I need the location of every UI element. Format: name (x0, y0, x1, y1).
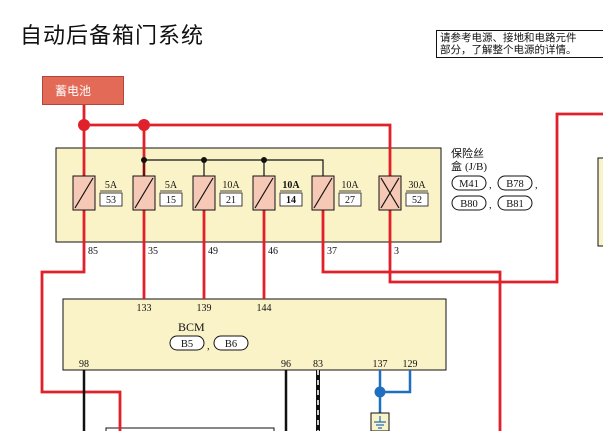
fuse-pin: 3 (394, 246, 399, 257)
bus-junction-21 (201, 157, 207, 163)
page-title: 自动后备箱门系统 (20, 24, 205, 49)
fuse-box-connectors: M41, B78, B80, B81 (451, 175, 538, 211)
fuse-slash (134, 177, 154, 209)
connector-pill (497, 195, 533, 211)
offpage-module-body (597, 157, 603, 247)
connector-label: M41 (459, 179, 479, 190)
fuse-number: 15 (166, 195, 176, 206)
fuse-number: 27 (345, 195, 355, 206)
fuse-pin: 35 (148, 246, 158, 257)
fuse-27[interactable]: 10A 27 37 (311, 175, 362, 257)
fuse-number-box (338, 192, 362, 207)
fuse-rating: 5A (105, 180, 118, 191)
bus-junction-14 (261, 157, 267, 163)
wire-pin85-pin98 (40, 242, 122, 431)
fuse-rating: 10A (282, 180, 300, 191)
fuse-pin: 46 (268, 246, 278, 257)
connector-B78[interactable]: B78 (497, 175, 533, 191)
fuse-pin: 37 (327, 246, 337, 257)
fuse-number: 53 (106, 195, 116, 206)
bcm-pin-129: 129 (403, 359, 418, 370)
note-line-2: 部分，了解整个电源的详情。 (440, 44, 577, 56)
connector-B80[interactable]: B80 (451, 195, 487, 211)
fuse-slash (254, 177, 274, 209)
wire-129-ground (380, 370, 412, 394)
bus-junction-15 (141, 157, 147, 163)
fuse-slash (74, 177, 94, 209)
junction-battery (78, 119, 90, 131)
bcm-pin-83: 83 (313, 359, 323, 370)
connector-separator: , (489, 200, 492, 211)
connector-separator: , (207, 341, 210, 352)
connector-pill (451, 195, 487, 211)
bcm-body[interactable] (62, 298, 447, 371)
bcm-pin-96: 96 (281, 359, 291, 370)
bcm-pin-98: 98 (79, 359, 89, 370)
connector-label: B6 (225, 339, 237, 350)
bcm-pin-133: 133 (137, 303, 152, 314)
bcm-pins: 133 139 144 98 96 83 137 129 (79, 303, 418, 370)
connector-separator: , (535, 180, 538, 191)
fuse-number-box (405, 192, 429, 207)
fuse-slash (194, 177, 214, 209)
connector-label: B5 (181, 339, 193, 350)
fuse-52[interactable]: 30A 52 3 (378, 175, 429, 257)
wire-battery-bus (84, 123, 392, 176)
fuse-number-box (99, 192, 123, 207)
fuse-21[interactable]: 10A 21 49 (192, 175, 243, 257)
battery-box[interactable]: 蓄电池 (42, 76, 124, 105)
connector-pill (169, 335, 205, 351)
fuse-cross (380, 177, 400, 209)
connector-label: B80 (460, 199, 478, 210)
ground-icon (374, 416, 386, 429)
fuse-number: 52 (412, 195, 422, 206)
fuse-15[interactable]: 5A 15 35 (132, 175, 183, 257)
fuse-53[interactable]: 5A 53 85 (72, 175, 123, 257)
fuse-box-label-zh: 盒 (451, 159, 462, 173)
power-wires (40, 105, 603, 431)
fuse-rating: 5A (165, 180, 178, 191)
connector-pill (213, 335, 249, 351)
lower-module-body (105, 427, 275, 431)
fuse-number-box (219, 192, 243, 207)
wire-37-down (321, 210, 502, 431)
fuse-box-label-suffix: (J/B) (465, 161, 487, 173)
connector-separator: , (489, 180, 492, 191)
bcm-connectors: B5, B6 (169, 335, 249, 352)
bcm-pin-139: 139 (197, 303, 212, 314)
fuse-number: 21 (226, 195, 236, 206)
fuse-rating: 10A (222, 180, 240, 191)
note-line-1: 请参考电源、接地和电路元件 (440, 32, 577, 44)
fuse-pin: 85 (88, 246, 98, 257)
bcm-label: BCM (178, 320, 205, 334)
junction-bus (138, 119, 150, 131)
fuse-box-label-line1: 保险丝 (451, 146, 484, 160)
connector-pill (497, 175, 533, 191)
connector-label: B81 (506, 199, 524, 210)
fuse-14[interactable]: 10A 14 46 (252, 175, 303, 257)
connector-B81[interactable]: B81 (497, 195, 533, 211)
fuses-group: 5A 53 85 5A 15 35 10A 21 49 10A 14 46 10A 27 37 30A 52 3 (72, 175, 429, 257)
connector-B5[interactable]: B5 (169, 335, 205, 351)
fuse-rating: 10A (341, 180, 359, 191)
bcm-pin-137: 137 (373, 359, 388, 370)
connector-M41[interactable]: M41 (451, 175, 487, 191)
connector-B6[interactable]: B6 (213, 335, 249, 351)
connector-label: B78 (506, 179, 524, 190)
fuse-number-box (279, 192, 303, 207)
ground-junction (374, 386, 386, 398)
reference-note: 请参考电源、接地和电路元件 部分，了解整个电源的详情。 (436, 30, 603, 58)
fuse-number: 14 (286, 195, 296, 206)
bcm-pin-144: 144 (257, 303, 272, 314)
fuse-pin: 49 (208, 246, 218, 257)
wire-3-offpage (388, 112, 603, 284)
connector-pill (451, 175, 487, 191)
fuse-rating: 30A (408, 180, 426, 191)
fuse-box-label-line2: 盒(J/B) (451, 159, 487, 173)
fuse-number-box (159, 192, 183, 207)
fuse-slash (313, 177, 333, 209)
